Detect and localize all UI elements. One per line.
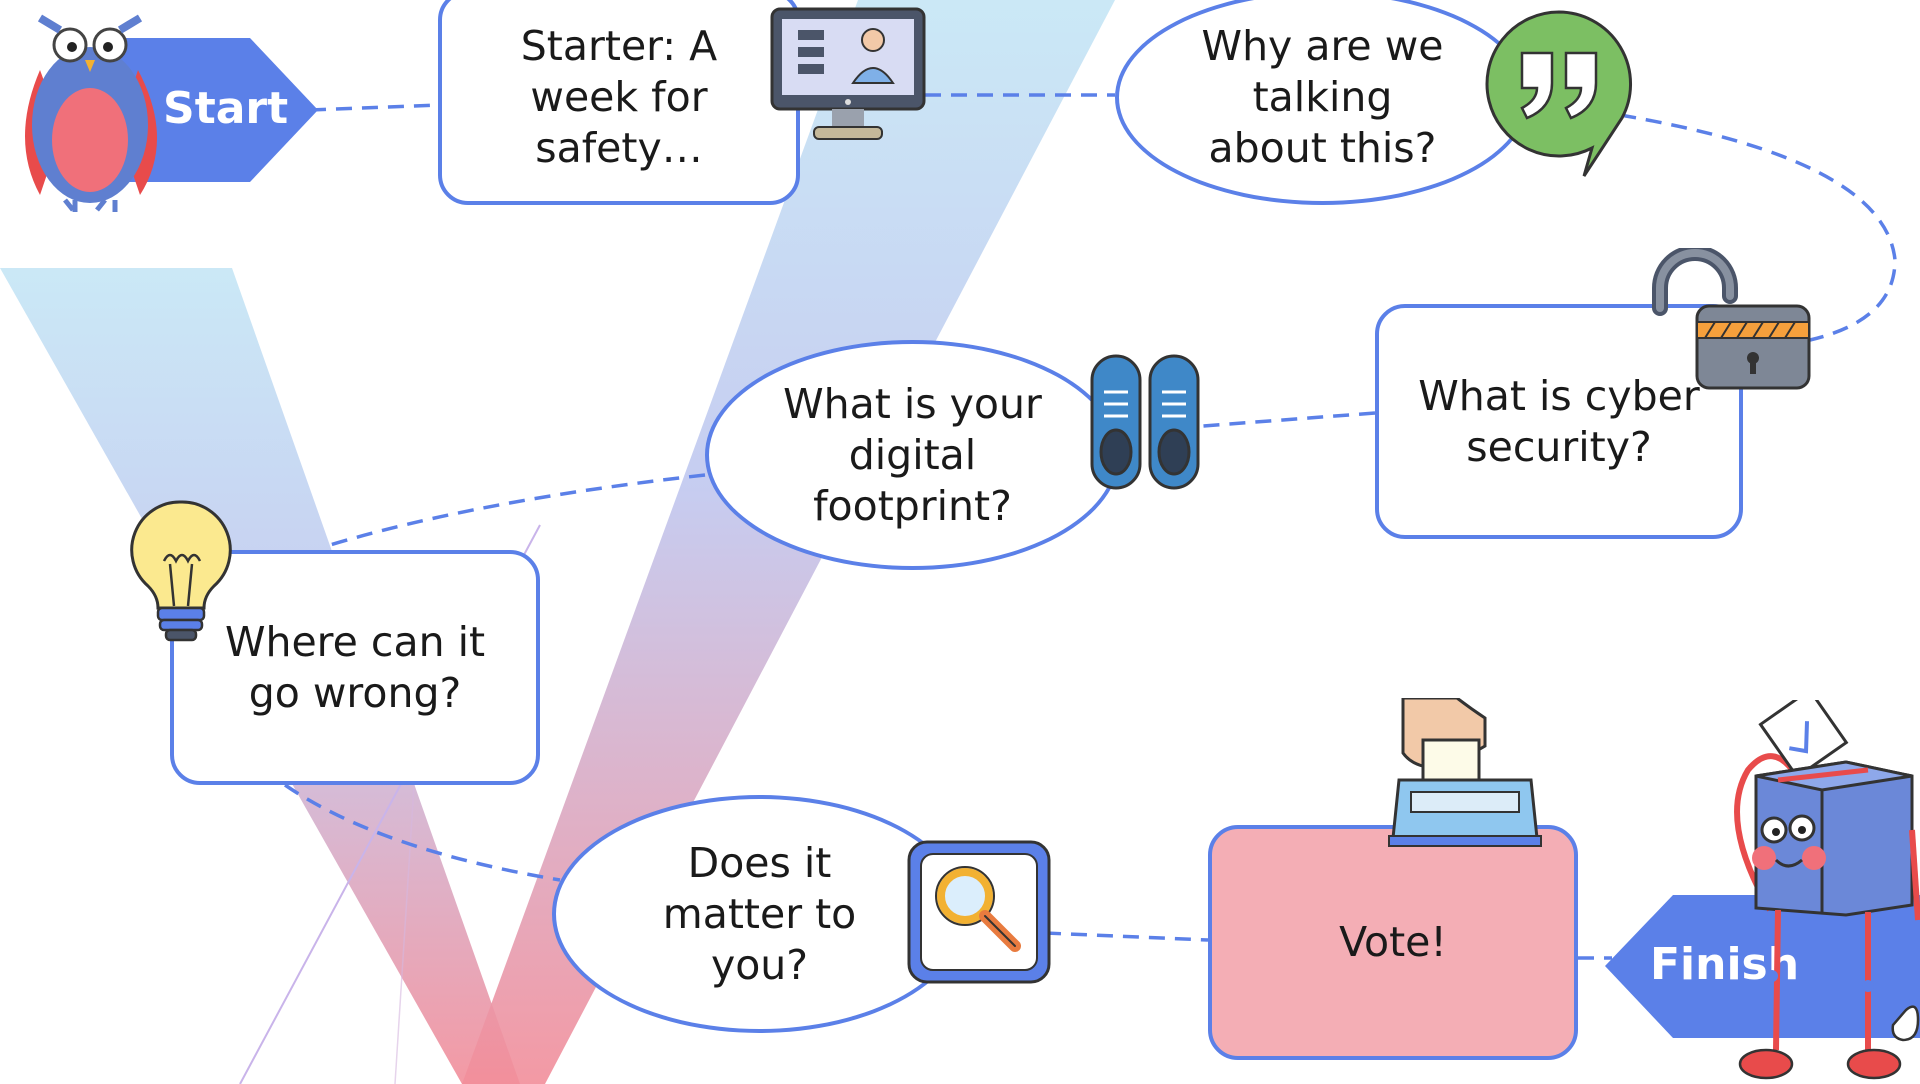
node-wrong[interactable]: Where can it go wrong? <box>170 550 540 785</box>
start-label: Start <box>163 83 289 134</box>
node-matter[interactable]: Does it matter to you? <box>552 795 967 1033</box>
ballot-box-mascot-icon <box>1734 700 1920 1080</box>
padlock-open-icon <box>1652 248 1811 390</box>
node-starter[interactable]: Starter: A week for safety… <box>438 0 800 205</box>
connector-start-starter <box>309 103 441 112</box>
node-why[interactable]: Why are we talking about this? <box>1115 0 1530 205</box>
quote-speech-bubble-icon <box>1485 10 1633 177</box>
start-flag-shape <box>120 38 318 182</box>
connector-wrong-matter <box>284 783 561 882</box>
connector-why-cyber <box>1619 113 1897 342</box>
shoes-icon <box>1090 354 1200 490</box>
connector-matter-vote <box>1044 931 1209 942</box>
finish-flag-shape <box>1605 895 1920 1038</box>
node-footprint[interactable]: What is your digital footprint? <box>705 340 1120 570</box>
lightbulb-icon <box>130 500 232 642</box>
computer-monitor-icon <box>770 7 926 140</box>
connector-footprint-wrong <box>329 473 706 547</box>
start-flag[interactable]: Start <box>0 38 318 182</box>
node-cyber[interactable]: What is cyber security? <box>1375 304 1743 539</box>
owl-mascot-icon <box>25 14 158 212</box>
node-vote[interactable]: Vote! <box>1208 825 1578 1060</box>
magnifying-glass-icon <box>907 840 1051 984</box>
ballot-box-hand-icon <box>1388 698 1542 847</box>
